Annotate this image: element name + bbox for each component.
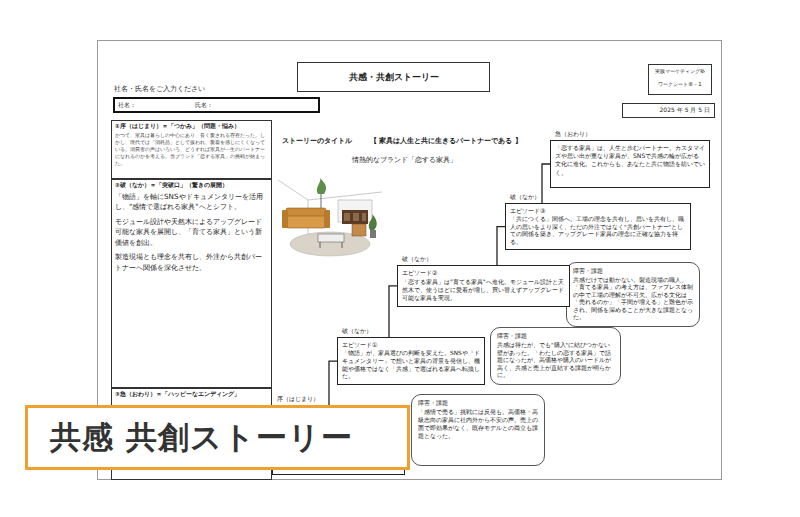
box-heading: 障害・課題 <box>418 399 538 408</box>
box-text: 「恋する家具」は、人生と歩むパートナー。カスタマイズや思い出が重なり家具が、SN… <box>555 144 705 177</box>
box-heading: 2025 年 5 月 5 日 <box>627 106 710 115</box>
box-heading: ①序（はじまり）＝「つかみ」（問題・悩み） <box>115 123 268 131</box>
story-box: 障害・課題共感は得たが、でも"購入"に結びつかない壁があった。「わたしの恋する家… <box>490 327 621 385</box>
box-heading: 社名： <box>118 101 195 110</box>
story-box: 破（なか）エピソード①「物語」が、家具選びの判断を変えた。SNSや『ドキュメンタ… <box>337 337 485 385</box>
story-box: 社名：氏名： <box>113 97 320 113</box>
box-text: 「共につくる」関係へ。工場の理念を共有し、思いを共有し、職人の思いをより深く、た… <box>510 216 686 246</box>
box-text: 製造現場とも理念を共有し、外注から共創パートナーへ関係を深化させた。 <box>115 252 268 273</box>
box-text: かつて、家具は暮らしの中心にあり、長く愛される存在だった。しかし、現代では「消耗… <box>115 132 268 167</box>
box-heading: 破（なか） <box>401 255 433 264</box>
stair-connector <box>389 286 397 337</box>
story-box: ①序（はじまり）＝「つかみ」（問題・悩み）かつて、家具は暮らしの中心にあり、長く… <box>111 120 272 179</box>
box-text: 共感だけでは動かない。製造現場の職人、「育てる家具」の考え方は、ファブレス体制の… <box>573 277 693 322</box>
box-text: 氏名： <box>195 101 213 110</box>
box-text: ワークシート⑥－1 <box>651 81 709 88</box>
stair-connector <box>497 227 505 265</box>
box-heading: 破（なか） <box>509 193 541 202</box>
box-text: 「恋する家具」は"育てる家具"へ進化。モジュール設計と天然木で、使うほどに愛着が… <box>402 278 565 303</box>
box-heading: 共感・共創ストーリー <box>349 71 439 84</box>
box-heading: 共感 共創ストーリー <box>50 417 353 459</box>
story-box: 実践マーケティング塾ワークシート⑥－1 <box>648 64 712 95</box>
box-text: エピソード② <box>402 269 565 278</box>
box-text: 「物語」を軸にSNSやドキュメンタリーを活用し、"感情で選ばれる家具"へとシフト… <box>115 192 268 213</box>
story-box: 障害・課題「感情で売る」挑戦には反発も。高価格・高級志向の家具に社内外から不安の… <box>411 394 545 466</box>
story-box: ②破（なか）＝「突破口」（驚きの展開） 「物語」を軸にSNSやドキュメンタリーを活… <box>111 179 272 388</box>
story-box: 破（なか）エピソード③「共につくる」関係へ。工場の理念を共有し、思いを共有し、職… <box>505 203 691 250</box>
box-heading: 序（はじまり） <box>276 395 320 404</box>
box-text: 共感は得たが、でも"購入"に結びつかない壁があった。「わたしの恋する家具」で話題… <box>497 342 614 380</box>
story-box: 急（おわり）「恋する家具」は、人生と歩むパートナー。カスタマイズや思い出が重なり… <box>550 140 710 188</box>
box-heading: 実践マーケティング塾 <box>651 68 709 75</box>
stair-connector <box>542 164 550 203</box>
box-heading: 障害・課題 <box>497 332 614 341</box>
note-label: 【 家具は人生と共に生きるパートナーである 】 <box>370 136 522 146</box>
box-text: モジュール設計や天然木によるアップグレード可能な家具を展開し、「育てる家具」とい… <box>115 217 268 248</box>
box-text: エピソード① <box>342 341 480 350</box>
box-heading: ③急（おわり）＝「ハッピーなエンディング」 <box>115 391 268 399</box>
room-illustration <box>278 170 382 266</box>
stair-connector <box>329 361 337 405</box>
note-label: ストーリーのタイトル <box>282 136 352 146</box>
story-box: 共感 共創ストーリー <box>25 405 410 470</box>
box-heading: ②破（なか）＝「突破口」（驚きの展開） <box>115 182 268 190</box>
story-box: 共感・共創ストーリー <box>297 62 490 92</box>
note-label: 情熱的なブランド「恋する家具」 <box>352 155 457 165</box>
note-label: 社名・氏名をご入力ください <box>114 84 205 94</box>
box-text: 「感情で売る」挑戦には反発も。高価格・高級志向の家具に社内外から不安の声。売上の… <box>418 409 538 441</box>
story-box: 障害・課題共感だけでは動かない。製造現場の職人、「育てる家具」の考え方は、ファブ… <box>566 262 700 327</box>
box-text: エピソード③ <box>510 207 686 216</box>
story-box: 2025 年 5 月 5 日 <box>622 103 715 118</box>
box-heading: 破（なか） <box>341 327 373 336</box>
story-box: 破（なか）エピソード②「恋する家具」は"育てる家具"へ進化。モジュール設計と天然… <box>397 265 570 307</box>
box-heading: 急（おわり） <box>554 130 592 139</box>
box-heading: 障害・課題 <box>573 267 693 276</box>
box-text: 「物語」が、家具選びの判断を変えた。SNSや『ドキュメンタリー』で想いと家具の背… <box>342 350 480 381</box>
